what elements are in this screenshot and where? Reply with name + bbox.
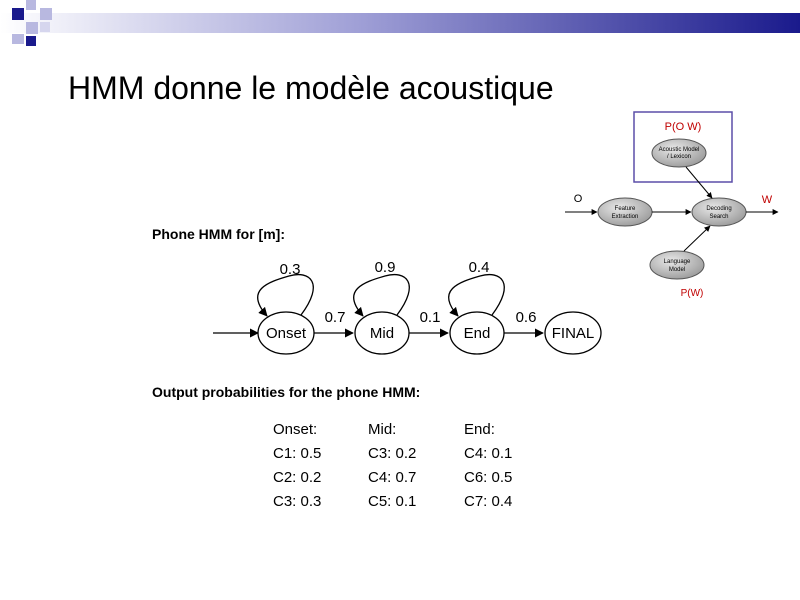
deco-square — [26, 0, 36, 10]
acoustic-prob-label: P(O W) — [665, 121, 702, 133]
deco-square — [26, 22, 38, 34]
acoustic-highlight-box — [633, 111, 733, 183]
output-column-heading: Onset: — [273, 421, 318, 438]
output-cell: C3: 0.2 — [368, 445, 417, 462]
output-cell: C4: 0.7 — [368, 469, 417, 486]
output-cell: C7: 0.4 — [464, 493, 513, 510]
language-prob-label: P(W) — [681, 288, 704, 299]
output-cell: C3: 0.3 — [273, 493, 322, 510]
state-final — [544, 311, 602, 355]
acoustic-model-node — [651, 138, 707, 168]
header-decoration — [0, 0, 800, 46]
output-cell: C1: 0.5 — [273, 445, 322, 462]
self-loop-mid — [352, 274, 410, 317]
output-column-heading: End: — [464, 421, 495, 438]
transition-end-final-label: 0.6 — [516, 309, 537, 326]
self-loop-onset — [256, 274, 314, 317]
output-column-heading: Mid: — [368, 421, 397, 438]
deco-square — [40, 8, 52, 20]
feature-extraction-node — [597, 197, 653, 227]
state-mid-label: Mid — [370, 325, 394, 342]
acoustic-to-decoding-arrow — [685, 166, 713, 199]
input-label: O — [574, 193, 583, 205]
output-column-end: End: C4: 0.1 C6: 0.5 C7: 0.4 — [464, 418, 554, 514]
output-column-onset: Onset: C1: 0.5 C2: 0.2 C3: 0.3 — [273, 418, 363, 514]
deco-square — [12, 34, 24, 44]
deco-square — [12, 8, 24, 20]
decoding-search-node — [691, 197, 747, 227]
state-end-label: End — [464, 325, 491, 342]
acoustic-model-label-1: Acoustic Model — [659, 147, 700, 153]
output-cell: C5: 0.1 — [368, 493, 417, 510]
output-label: W — [762, 194, 773, 206]
self-loop-onset-label: 0.3 — [280, 261, 301, 278]
language-model-node — [649, 250, 705, 280]
language-to-decoding-arrow — [683, 225, 711, 252]
self-loop-end — [447, 274, 505, 317]
self-loop-mid-label: 0.9 — [375, 259, 396, 276]
acoustic-model-label-2: / Lexicon — [667, 154, 691, 160]
language-model-label-2: Model — [669, 267, 685, 273]
output-cell: C4: 0.1 — [464, 445, 513, 462]
deco-square — [26, 36, 36, 46]
hmm-header: Phone HMM for [m]: — [152, 226, 285, 242]
self-loop-end-label: 0.4 — [469, 259, 490, 276]
output-cell: C6: 0.5 — [464, 469, 513, 486]
language-model-label-1: Language — [664, 259, 691, 265]
deco-square — [40, 22, 50, 32]
output-cell: C2: 0.2 — [273, 469, 322, 486]
state-final-label: FINAL — [552, 325, 595, 342]
outputs-header: Output probabilities for the phone HMM: — [152, 384, 421, 400]
slide-title: HMM donne le modèle acoustique — [68, 70, 554, 106]
decoding-search-label-2: Search — [709, 214, 728, 220]
decoding-search-label-1: Decoding — [706, 206, 731, 212]
transition-onset-mid-label: 0.7 — [325, 309, 346, 326]
feature-extraction-label-2: Extraction — [612, 214, 639, 220]
header-band — [0, 13, 800, 33]
output-column-mid: Mid: C3: 0.2 C4: 0.7 C5: 0.1 — [368, 418, 458, 514]
feature-extraction-label-1: Feature — [615, 206, 636, 212]
transition-mid-end-label: 0.1 — [420, 309, 441, 326]
state-onset-label: Onset — [266, 325, 307, 342]
